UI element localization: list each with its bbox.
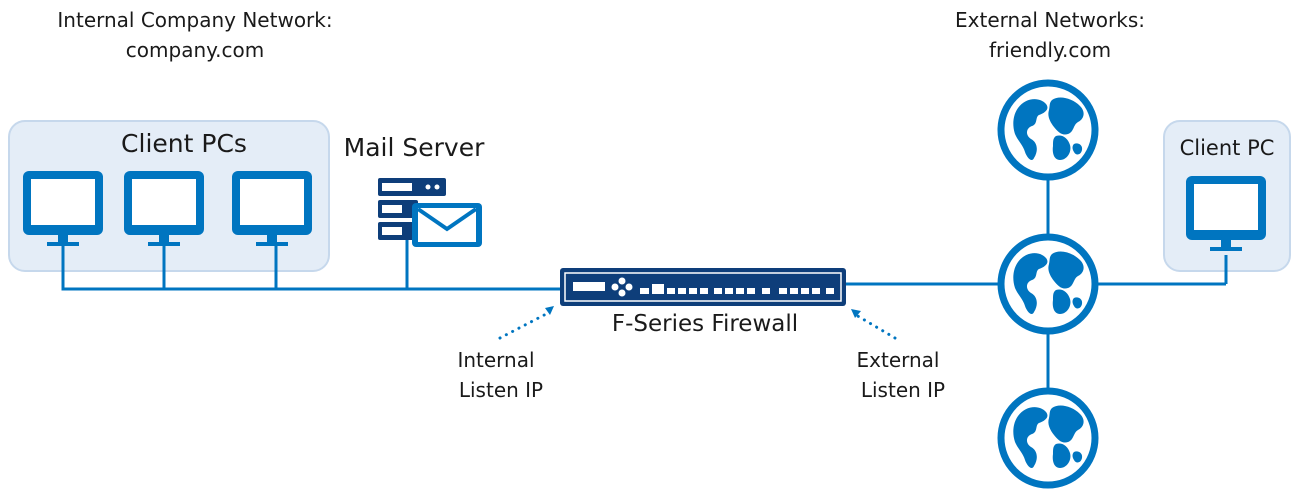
internal-listen-arrowhead xyxy=(545,306,554,315)
internal-network-title: Internal Company Network: xyxy=(57,8,333,32)
external-network-domain: friendly.com xyxy=(988,38,1112,62)
internal-network-domain: company.com xyxy=(125,38,265,62)
internal-listen-arrow xyxy=(498,310,552,340)
globe-icon xyxy=(1001,83,1095,177)
firewall-label: F-Series Firewall xyxy=(611,311,799,337)
internal-listen-label-line1: Internal xyxy=(457,348,535,372)
external-listen-arrow xyxy=(854,313,897,340)
firewall-appliance-icon xyxy=(560,268,846,306)
globe-icon xyxy=(1001,391,1095,485)
network-links xyxy=(61,178,1228,390)
monitor-icon xyxy=(23,171,103,246)
globe-icon xyxy=(1001,237,1095,331)
monitor-icon xyxy=(232,171,312,246)
external-client-label: Client PC xyxy=(1179,136,1275,160)
client-group-label: Client PCs xyxy=(121,129,247,158)
envelope-icon xyxy=(412,203,482,247)
internal-listen-label-line2: Listen IP xyxy=(458,378,544,402)
external-listen-label-line1: External xyxy=(856,348,940,372)
external-listen-label-line2: Listen IP xyxy=(860,378,946,402)
server-icon xyxy=(378,178,446,240)
mail-server-label: Mail Server xyxy=(343,133,485,162)
external-network-title: External Networks: xyxy=(955,8,1145,32)
external-listen-arrowhead xyxy=(851,309,861,318)
monitor-icon xyxy=(124,171,204,246)
monitor-icon xyxy=(1186,176,1266,251)
